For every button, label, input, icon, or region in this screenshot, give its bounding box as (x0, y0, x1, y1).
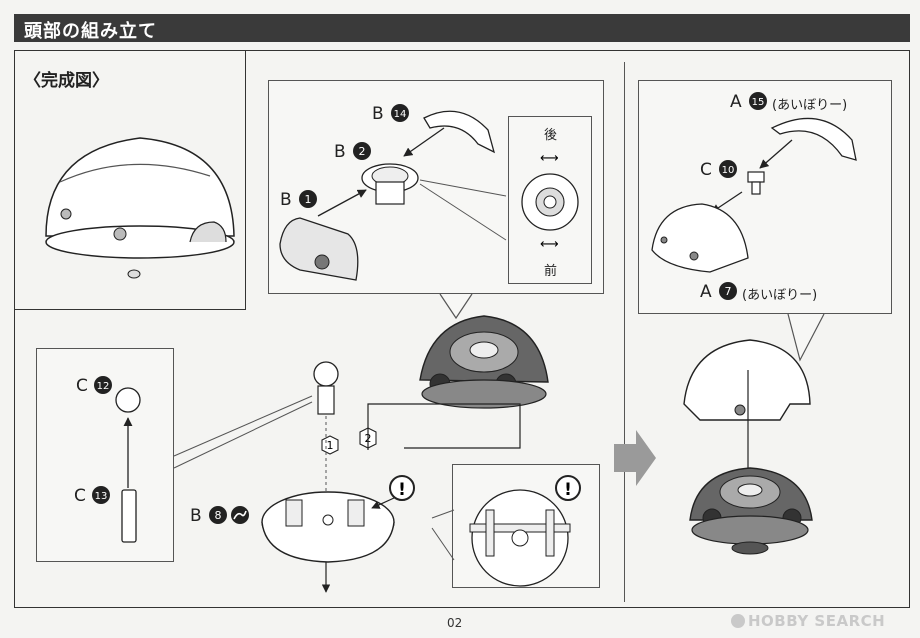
part-b14-shape (423, 110, 496, 154)
part-c12-letter: C (76, 376, 88, 396)
num-circle-b14: 14 (391, 104, 409, 122)
orientation-detail: ⟷ ⟷ (521, 151, 579, 252)
part-c10-letter: C (700, 160, 712, 180)
svg-text:⟷: ⟷ (540, 151, 559, 166)
part-c10-shape (747, 171, 765, 195)
orientation-back-label: 後 (544, 128, 558, 143)
part-b8-letter: B (190, 506, 202, 526)
part-b2-letter: B (334, 142, 346, 162)
title-bar: 頭部の組み立て (14, 14, 910, 42)
num-circle-b2: 2 (353, 142, 371, 160)
head-base-assembled (419, 315, 549, 409)
svg-text:1: 1 (305, 193, 312, 206)
part-b1-shape (279, 217, 359, 281)
svg-text:7: 7 (725, 285, 732, 298)
part-c13-shape (121, 489, 137, 543)
part-b14-letter: B (372, 104, 384, 124)
final-head-base (689, 467, 813, 555)
num-circle-a7: 7 (719, 282, 737, 300)
part-a7-letter: A (700, 282, 712, 302)
svg-text:12: 12 (97, 381, 110, 392)
svg-text:2: 2 (359, 145, 366, 158)
watermark-brand: HOBBY SEARCH (748, 612, 886, 630)
part-b8-shape (261, 491, 395, 563)
divider-line (624, 62, 625, 602)
part-a15-color-note: (あいぼりー) (772, 98, 848, 113)
num-circle-b8: 8 (209, 506, 227, 524)
part-a7-shape (651, 203, 749, 273)
svg-text:10: 10 (722, 165, 735, 176)
page-title: 頭部の組み立て (24, 21, 157, 42)
part-c13-letter: C (74, 486, 86, 506)
part-a15-shape (770, 117, 857, 161)
completed-label: 〈完成図〉 (24, 71, 109, 91)
svg-text:8: 8 (215, 509, 222, 522)
num-circle-b1: 1 (299, 190, 317, 208)
svg-text:!: ! (398, 480, 406, 500)
part-b2-shape (361, 163, 419, 205)
shell-box (638, 80, 892, 314)
assembly-panel (14, 50, 910, 608)
svg-text:⟷: ⟷ (540, 237, 559, 252)
svg-text:13: 13 (95, 491, 108, 502)
orientation-front-label: 前 (544, 264, 558, 279)
num-circle-a15: 15 (749, 92, 767, 110)
num-circle-c13: 13 (92, 486, 110, 504)
part-a15-letter: A (730, 92, 742, 112)
page-number: 02 (447, 616, 463, 630)
svg-text:14: 14 (394, 109, 407, 120)
svg-text:1: 1 (327, 439, 334, 452)
part-b1-letter: B (280, 190, 292, 210)
part-c12-shape (115, 387, 141, 413)
next-step-arrow (614, 430, 656, 486)
svg-text:15: 15 (752, 97, 765, 108)
detail-base-view (469, 489, 571, 587)
part-a7-color-note: (あいぼりー) (742, 288, 818, 303)
svg-text:!: ! (564, 480, 572, 500)
watermark-logo-icon (731, 614, 745, 628)
final-shell (683, 339, 811, 421)
warning-icon: ! (389, 475, 415, 501)
neck-ball-joint (313, 361, 339, 415)
num-circle-c12: 12 (94, 376, 112, 394)
step-marker-1: 1 (321, 435, 339, 455)
cement-icon (231, 506, 249, 524)
detail-warning-icon: ! (555, 475, 581, 501)
num-circle-c10: 10 (719, 160, 737, 178)
completed-head (45, 137, 235, 279)
